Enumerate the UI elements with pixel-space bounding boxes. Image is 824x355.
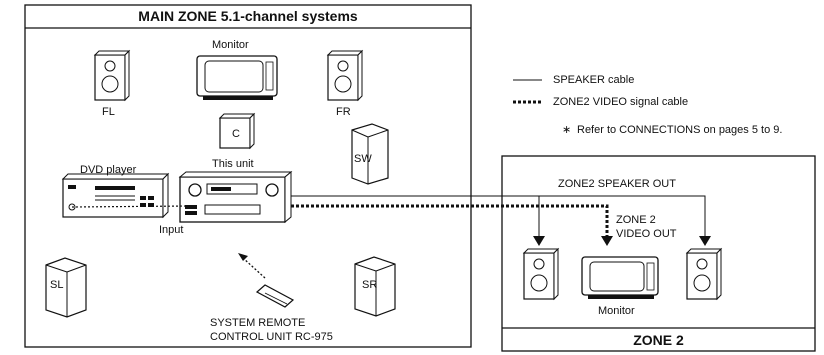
sw-label: SW: [354, 153, 372, 165]
speaker-sr-icon: [354, 256, 396, 317]
zone2-frame: [501, 155, 816, 352]
remote-signal-arrowhead: [238, 253, 248, 261]
legend-speaker-label: SPEAKER cable: [553, 74, 635, 86]
remote-label-line2: CONTROL UNIT RC-975: [210, 331, 333, 343]
remote-label-line1: SYSTEM REMOTE: [210, 317, 306, 329]
remote-control-icon: [255, 284, 295, 308]
dvd-player-label: DVD player: [80, 164, 137, 176]
legend-video-label: ZONE2 VIDEO signal cable: [553, 96, 689, 108]
arrowhead-zone2-right: [699, 236, 711, 246]
zone2-video-out-line2: VIDEO OUT: [616, 228, 677, 240]
zone2-title: ZONE 2: [633, 332, 684, 348]
subwoofer-icon: [351, 123, 389, 185]
sl-label: SL: [50, 279, 64, 291]
monitor-zone2-icon: [581, 256, 659, 299]
monitor-label: Monitor: [212, 39, 249, 51]
speaker-zone2-left-icon: [522, 247, 560, 301]
speaker-fr-icon: [326, 49, 364, 102]
zone2-speaker-out-label: ZONE2 SPEAKER OUT: [558, 178, 676, 190]
speaker-sl-icon: [45, 257, 87, 318]
arrowhead-zone2-left: [533, 236, 545, 246]
this-unit-label: This unit: [212, 158, 254, 170]
zone2-video-cable: [291, 204, 609, 236]
monitor-main-icon: [196, 55, 278, 100]
speaker-center-icon: [218, 112, 256, 150]
arrowhead-zone2-video: [601, 236, 613, 246]
remote-signal-line: [242, 257, 266, 279]
zone2-speaker-cable: [291, 195, 706, 238]
input-label: Input: [159, 224, 184, 236]
sr-label: SR: [362, 279, 378, 291]
fl-label: FL: [102, 106, 115, 118]
fr-label: FR: [336, 106, 351, 118]
dvd-player-icon: [61, 172, 170, 219]
receiver-icon: [178, 170, 293, 224]
speaker-fl-icon: [93, 49, 131, 102]
note-text: Refer to CONNECTIONS on pages 5 to 9.: [577, 124, 783, 136]
speaker-zone2-right-icon: [685, 247, 723, 301]
main-zone-frame: [24, 4, 472, 348]
zone2-monitor-label: Monitor: [598, 305, 635, 317]
note-star: ∗: [562, 124, 572, 136]
zone2-video-out-line1: ZONE 2: [616, 214, 656, 226]
main-zone-title: MAIN ZONE 5.1-channel systems: [138, 8, 358, 24]
center-label: C: [232, 128, 240, 140]
